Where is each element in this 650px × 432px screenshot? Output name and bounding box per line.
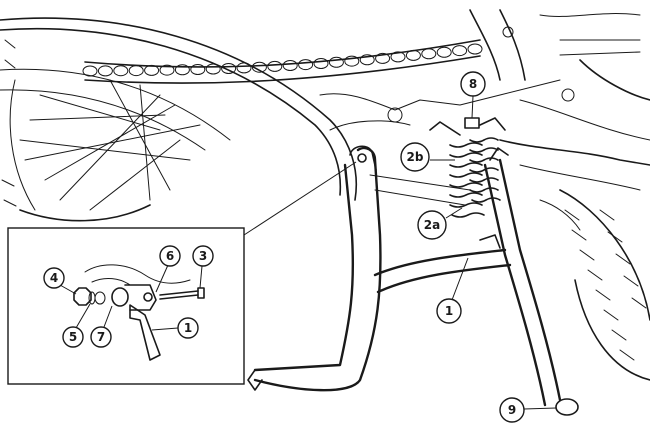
chain-link [236,62,252,74]
callout-8-label: 8 [469,77,477,91]
chain-link [328,56,344,68]
chain-link [467,43,483,55]
chain-link [251,61,267,73]
callout-6-label: 6 [166,249,174,263]
front-tyre [559,189,650,381]
callout-2b: 2b [400,142,455,172]
callout-1-inset: 1 [151,317,199,339]
chain-link [144,64,160,76]
chain-link [190,64,206,75]
callout-8: 8 [460,71,486,119]
callout-3-label: 3 [199,249,207,263]
callout-7: 7 [90,305,113,348]
callout-1-main: 1 [436,257,469,324]
center-stand [247,145,579,416]
chain-link [344,55,360,67]
chain-link [421,48,437,60]
chain-link [159,64,175,76]
callout-9-label: 9 [508,403,516,417]
chain-link [82,65,98,77]
rear-wheel [0,17,358,222]
callout-4-label: 4 [50,271,58,285]
chain-link [436,46,452,58]
callout-9: 9 [499,397,557,423]
callout-5-label: 5 [69,330,77,344]
callout-7-label: 7 [97,330,105,344]
chain-link [282,60,298,71]
chain-link [97,65,113,77]
chain-link [113,65,129,77]
chain-link [128,65,144,77]
chain-link [221,63,237,74]
callout-2a: 2a [417,207,463,240]
chain-link [298,59,314,71]
callout-1-inset-label: 1 [184,321,192,335]
chain-link [405,49,421,61]
wheel-spokes [19,79,201,211]
callout-3: 3 [192,245,214,289]
callout-2a-label: 2a [424,218,440,232]
engine-frame-background [319,9,650,231]
callout-6: 6 [155,245,181,293]
chain-link [452,45,468,57]
chain-link [267,60,283,72]
callout-1-main-label: 1 [445,304,453,318]
chain-link [174,64,190,76]
chain-link [375,52,391,64]
drive-chain [82,39,483,84]
chain-link [205,63,221,75]
chain-link [359,54,375,66]
callout-2b-label: 2b [407,150,424,164]
callout-4: 4 [43,267,77,295]
chain-link [390,51,406,63]
chain-link [313,58,329,69]
callout-5: 5 [62,303,91,348]
